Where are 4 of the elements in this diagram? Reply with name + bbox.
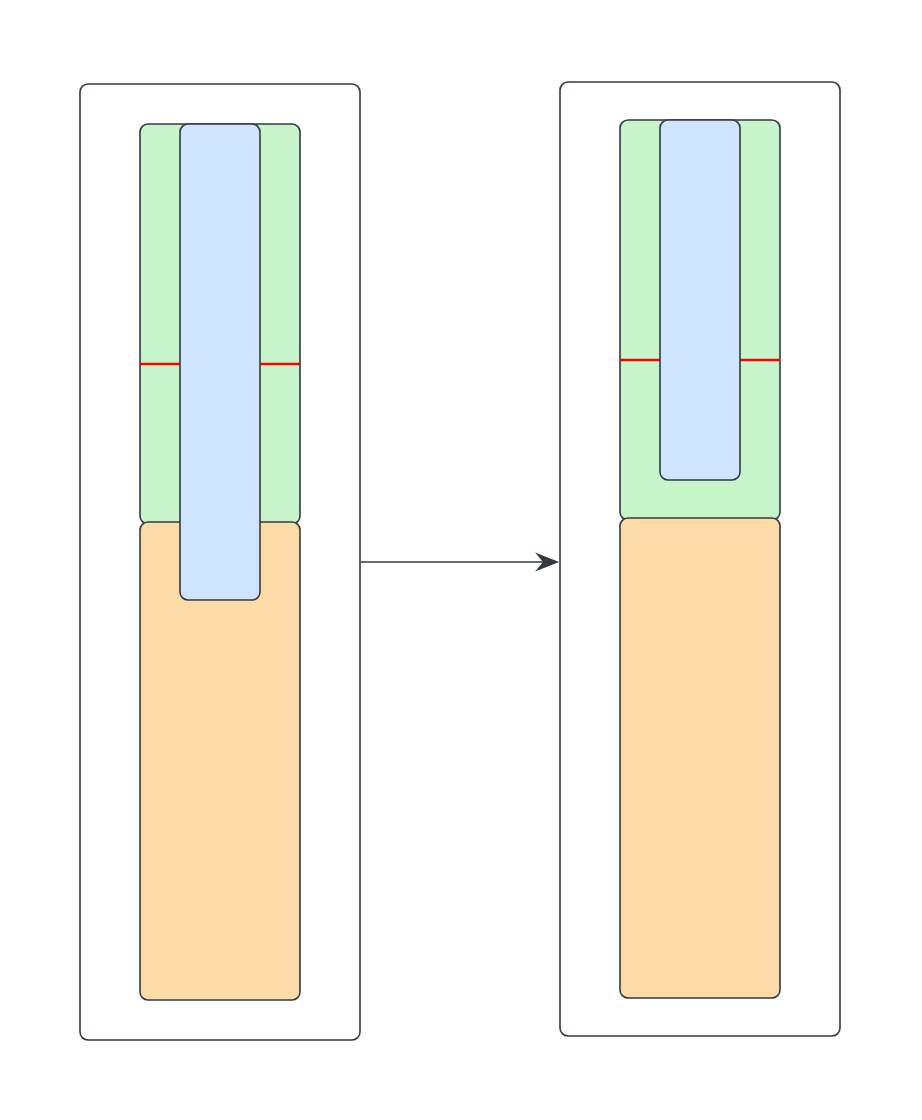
- lower-zone: [139, 521, 301, 1001]
- lower-zone: [619, 517, 781, 999]
- sliding-bar: [179, 123, 261, 601]
- sliding-bar: [659, 119, 741, 481]
